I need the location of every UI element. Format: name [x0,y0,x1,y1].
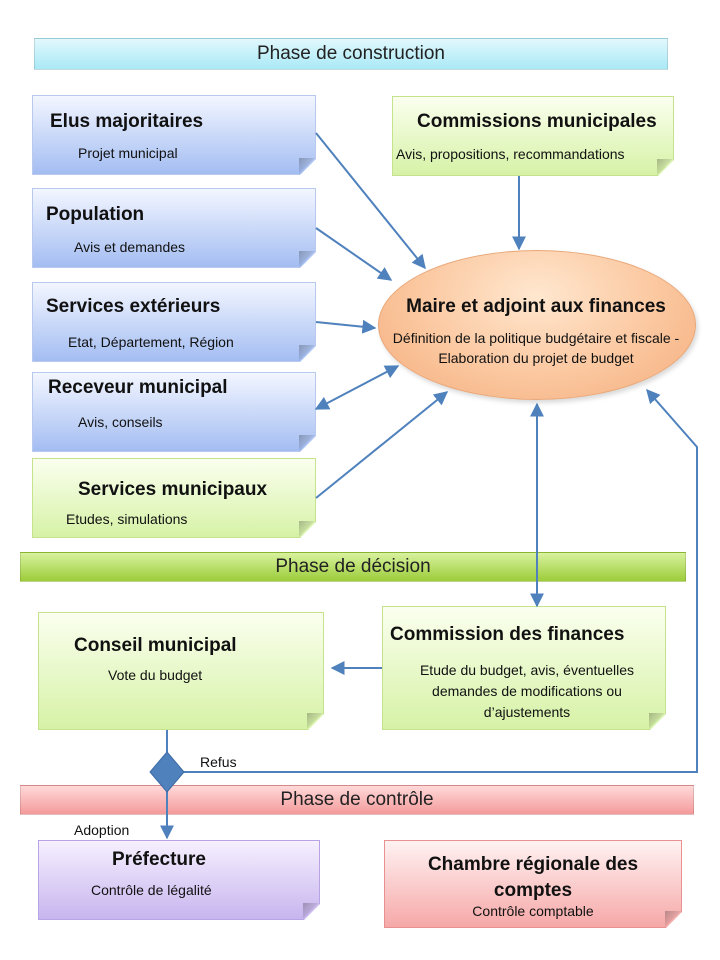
node-maire-title: Maire et adjoint aux finances [406,296,666,317]
node-commissions-subtitle: Avis, propositions, recommandations [396,146,625,162]
node-population [32,188,316,268]
node-commissions-municipales [392,96,674,176]
phase-decision-banner: Phase de décision [20,552,686,582]
node-prefecture [38,840,320,920]
node-chambre-title: Chambre régionale des comptes [427,854,639,901]
phase-control-banner: Phase de contrôle [20,785,694,815]
node-elus-title: Elus majoritaires [50,111,204,132]
node-conseil-title: Conseil municipal [74,635,237,656]
phase-construction-banner: Phase de construction [34,38,668,70]
node-commission-finances [382,606,666,730]
node-commissions-title: Commissions municipales [417,111,657,132]
node-services-municipaux [32,458,316,538]
arrow-population-to-maire [315,227,393,281]
node-receveur-subtitle: Avis, conseils [78,414,163,430]
edge-label-adoption: Adoption [74,822,130,838]
node-services-exterieurs [32,282,316,362]
node-maire-ellipse [378,250,696,400]
arrow-services-ext-to-maire [315,319,377,334]
arrow-elus-to-maire [315,132,426,270]
node-maire-subtitle: Définition de la politique budgétaire et… [392,330,680,366]
arrow-refus-back-to-maire [184,388,698,773]
node-receveur-municipal [32,372,316,452]
node-elus-subtitle: Projet municipal [78,145,178,161]
node-commission-fin-subtitle: Etude du budget, avis, éventuelles deman… [419,662,635,720]
node-chambre-subtitle: Contrôle comptable [472,903,594,919]
node-conseil-subtitle: Vote du budget [108,667,203,683]
node-conseil-municipal [38,612,324,730]
node-prefecture-title: Préfecture [112,849,206,870]
node-commission-fin-title: Commission des finances [390,624,625,645]
node-elus-majoritaires [32,95,316,175]
node-prefecture-subtitle: Contrôle de légalité [91,882,212,898]
node-services-mun-subtitle: Etudes, simulations [66,511,188,527]
node-population-title: Population [46,204,145,225]
node-services-mun-title: Services municipaux [78,479,268,500]
node-chambre-regionale [384,840,682,928]
node-services-ext-title: Services extérieurs [46,296,221,317]
decision-diamond [149,751,185,793]
node-population-subtitle: Avis et demandes [74,239,186,255]
edge-label-refus: Refus [200,754,237,770]
node-services-ext-subtitle: Etat, Département, Région [68,334,234,350]
arrow-receveur-maire [314,365,400,410]
node-receveur-title: Receveur municipal [48,377,228,398]
arrow-services-mun-to-maire [315,391,449,499]
